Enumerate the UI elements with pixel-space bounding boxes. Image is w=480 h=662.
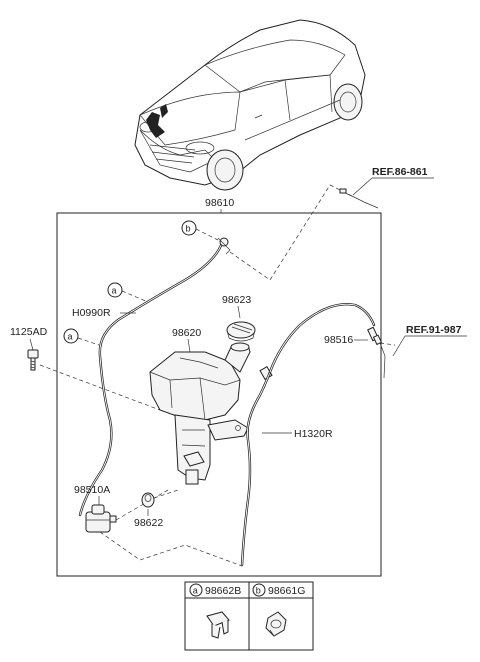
external-hose-right: [379, 342, 386, 379]
hose-right-upper: [268, 303, 376, 374]
label-pump: 98510A: [74, 484, 110, 496]
callout-a-upper-leader: [121, 290, 149, 303]
hose-clip-b: [219, 237, 229, 247]
label-bolt: 1125AD: [10, 326, 48, 338]
ref-top-leader: [352, 177, 373, 196]
dashed-leader-right: [379, 342, 396, 346]
callout-b-leader: [195, 228, 219, 241]
dashed-leader-grommet: [153, 489, 179, 499]
label-hose-left: H0990R: [72, 307, 111, 319]
label-nozzle-hose-right: 98516: [324, 334, 353, 346]
connector-part-right: [367, 326, 383, 346]
callout-a-lower: [63, 328, 79, 344]
dashed-leader-top: [229, 184, 353, 281]
cap-part: [226, 321, 256, 342]
clip-b-icon: [265, 611, 287, 637]
external-hose-top: [342, 191, 379, 209]
legend-callout-a: [189, 583, 203, 597]
leader-cap: [237, 305, 241, 319]
ref-label-top: REF.86-861: [372, 166, 428, 178]
dashed-leader-bolt: [39, 364, 161, 411]
legend-part-b: 98661G: [268, 585, 305, 597]
callout-a-lower-letter: a: [68, 332, 73, 342]
clip-a-icon: [206, 611, 230, 639]
legend-part-a: 98662B: [205, 585, 241, 597]
legend-callout-b: [252, 583, 266, 597]
label-hose-right: H1320R: [294, 428, 333, 440]
dashed-leader-pump-top: [115, 489, 169, 521]
grommet-part: [141, 492, 155, 508]
hose-right-lower: [240, 370, 272, 567]
callout-a-lower-leader: [77, 337, 100, 346]
label-grommet: 98622: [134, 517, 163, 529]
label-main-assembly: 98610: [205, 197, 234, 209]
legend-callout-a-letter: a: [193, 586, 198, 596]
car-illustration: [134, 19, 366, 191]
callout-b-top: [181, 220, 197, 236]
external-connector-top: [339, 188, 347, 194]
label-reservoir: 98620: [172, 327, 201, 339]
assembly-box: [56, 212, 382, 577]
legend-table: a 98662B b 98661G: [184, 581, 314, 651]
bolt-part: [27, 349, 39, 371]
leader-bolt: [29, 338, 34, 351]
callout-a-upper-letter: a: [112, 286, 117, 296]
ref-label-right: REF.91-987: [406, 324, 462, 336]
legend-callout-b-letter: b: [256, 586, 261, 596]
leader-reservoir: [187, 338, 191, 353]
label-cap: 98623: [222, 294, 251, 306]
callout-b-top-letter: b: [186, 224, 191, 234]
ref-right-leader: [392, 335, 406, 357]
reservoir-part: [149, 342, 273, 485]
dashed-leader-pump-bottom: [99, 531, 243, 567]
pump-part: [85, 504, 117, 533]
callout-a-upper: [107, 282, 123, 298]
